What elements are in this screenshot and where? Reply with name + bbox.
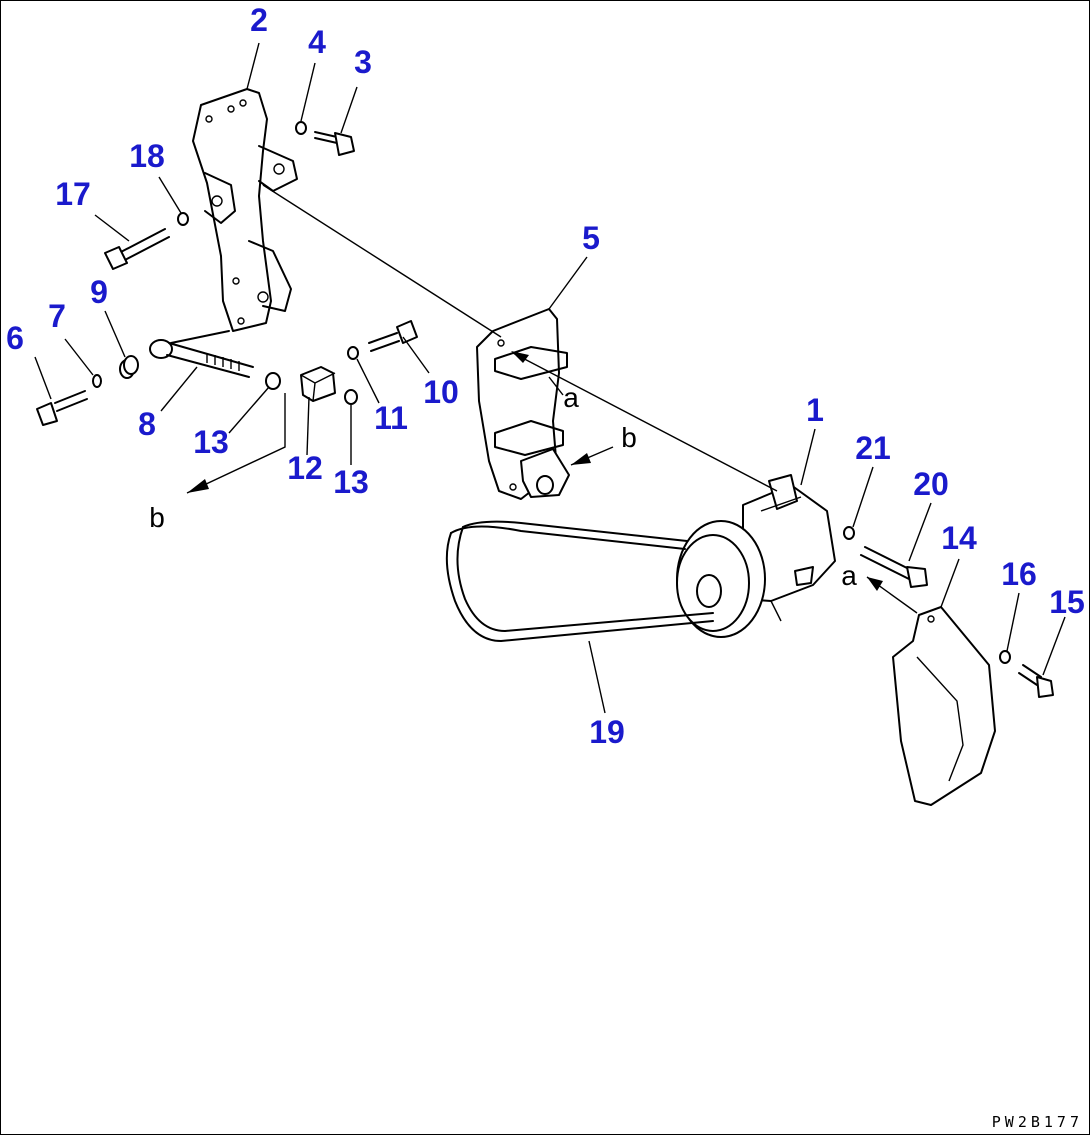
callout-12: 12 — [287, 450, 323, 486]
bracket-part-5 — [476, 308, 570, 500]
callout-2: 2 — [250, 2, 268, 38]
callout-21: 21 — [855, 430, 891, 466]
callout-18: 18 — [129, 138, 165, 174]
adjusting-rod-part-8 — [149, 330, 254, 378]
callout-6: 6 — [6, 320, 24, 356]
bolt-part-15 — [1018, 664, 1054, 698]
callout-8: 8 — [138, 406, 156, 442]
reference-arrows — [187, 351, 883, 591]
ref-letter-b-left: b — [149, 502, 165, 533]
nut-part-13-right — [344, 389, 358, 405]
callout-4: 4 — [308, 24, 326, 60]
washer-part-16 — [999, 650, 1011, 664]
callout-1: 1 — [806, 392, 824, 428]
bolt-part-20 — [860, 546, 928, 588]
callout-19: 19 — [589, 714, 625, 750]
ref-letter-b-bracket: b — [621, 422, 637, 453]
nut-part-13-left — [265, 372, 281, 390]
callout-10: 10 — [423, 374, 459, 410]
callout-labels: 2 4 3 18 17 9 7 6 8 13 12 13 11 10 5 1 2… — [6, 2, 1085, 750]
leader-lines — [34, 42, 1066, 714]
bolt-part-6 — [36, 390, 88, 426]
callout-17: 17 — [55, 176, 91, 212]
ref-letter-a-bracket: a — [563, 382, 579, 413]
washer-part-18 — [177, 212, 189, 226]
v-belt-part-19 — [445, 520, 714, 642]
callout-14: 14 — [941, 520, 977, 556]
washer-part-4 — [295, 121, 307, 135]
compressor-part-1 — [676, 474, 836, 638]
callout-15: 15 — [1049, 584, 1085, 620]
block-part-12 — [300, 366, 336, 402]
ref-letter-a-compressor: a — [841, 560, 857, 591]
callout-9: 9 — [90, 274, 108, 310]
callout-5: 5 — [582, 220, 600, 256]
callout-7: 7 — [48, 298, 66, 334]
reference-letters: a b b a — [149, 382, 857, 591]
callout-13-right: 13 — [333, 464, 369, 500]
washer-part-11 — [347, 346, 359, 360]
bolt-part-17 — [104, 228, 170, 270]
spacer-part-9 — [119, 355, 139, 379]
drawing-code: PW2B177 — [992, 1113, 1083, 1131]
callout-11: 11 — [374, 400, 408, 436]
belt-guard-part-14 — [892, 606, 996, 806]
callout-13-left: 13 — [193, 424, 229, 460]
washer-part-7 — [92, 374, 102, 388]
bracket-part-2 — [192, 88, 298, 332]
washer-part-21 — [843, 526, 855, 540]
callout-16: 16 — [1001, 556, 1037, 592]
callout-3: 3 — [354, 44, 372, 80]
bolt-part-10 — [368, 320, 418, 352]
bolt-part-3 — [314, 131, 355, 156]
callout-20: 20 — [913, 466, 949, 502]
